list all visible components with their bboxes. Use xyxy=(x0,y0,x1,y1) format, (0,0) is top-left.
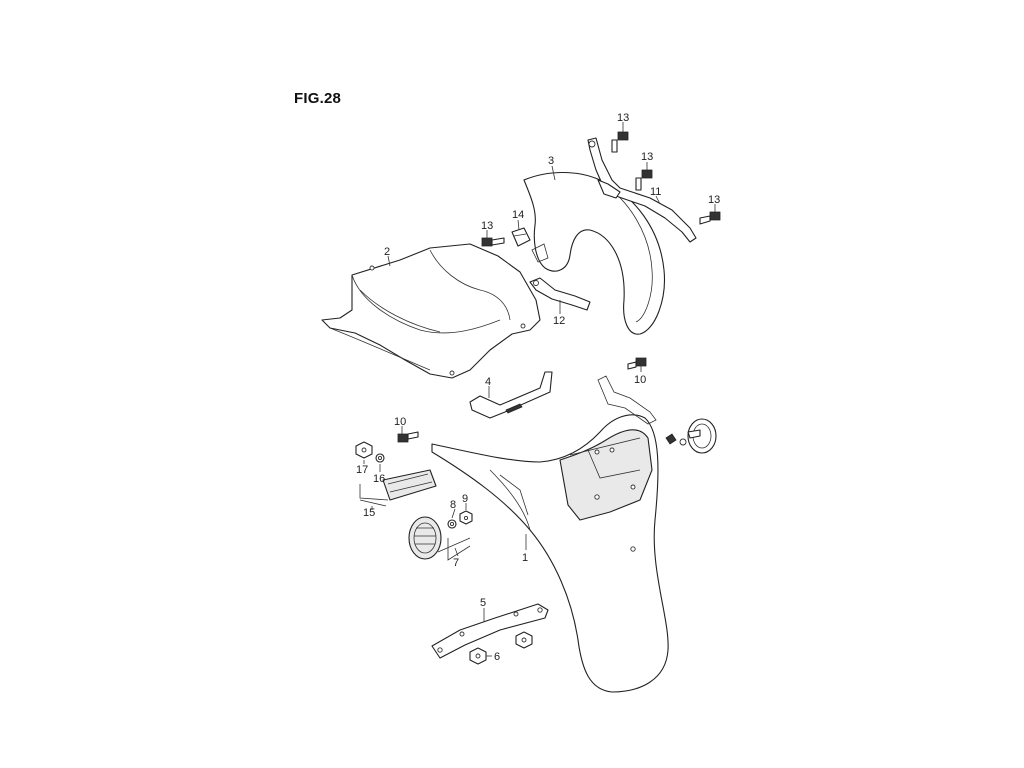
part-2-under-tray xyxy=(321,243,541,379)
callout-10: 10 xyxy=(634,374,646,386)
callout-3: 3 xyxy=(548,155,554,167)
callout-10: 10 xyxy=(394,416,406,428)
callout-11: 11 xyxy=(650,186,661,198)
callout-4: 4 xyxy=(485,376,491,388)
bolt-13-top xyxy=(611,131,629,153)
callout-12: 12 xyxy=(553,315,565,327)
bolt-13-right xyxy=(699,211,721,225)
figure-title: FIG.28 xyxy=(294,90,342,107)
callout-7: 7 xyxy=(453,557,459,569)
group-brackets xyxy=(359,499,471,557)
part-16-washer xyxy=(375,453,385,463)
bolt-10-right xyxy=(627,357,647,370)
part-9-nut xyxy=(459,510,473,525)
callout-6: 6 xyxy=(494,651,500,663)
part-1-rear-fender xyxy=(431,375,669,693)
callout-2: 2 xyxy=(384,246,390,258)
bolt-10-left xyxy=(397,431,419,443)
callout-14: 14 xyxy=(512,209,524,221)
callout-13: 13 xyxy=(641,151,653,163)
leader-lines xyxy=(359,122,716,657)
callout-13: 13 xyxy=(617,112,629,124)
callout-15: 15 xyxy=(363,507,375,519)
callout-5: 5 xyxy=(480,597,486,609)
part-5-plate-bracket xyxy=(431,603,549,659)
part-11-bracket-stay xyxy=(587,137,697,243)
bolt-13-mid xyxy=(635,169,653,191)
callout-1: 1 xyxy=(522,552,528,564)
part-12-small-bracket xyxy=(529,277,591,311)
part-14-clip-nut xyxy=(511,227,531,247)
part-8-washer xyxy=(447,519,457,529)
callout-labels: 13 13 13 13 3 11 14 2 12 10 10 4 17 16 1… xyxy=(356,112,720,663)
part-3-inner-fender xyxy=(523,172,666,335)
part-15-side-reflector xyxy=(382,469,437,501)
callout-13: 13 xyxy=(708,194,720,206)
callout-17: 17 xyxy=(356,464,368,476)
part-7-round-reflector xyxy=(408,516,442,560)
bolt-13-left xyxy=(481,237,505,247)
callout-8: 8 xyxy=(450,499,456,511)
callout-9: 9 xyxy=(462,493,468,505)
callout-13: 13 xyxy=(481,220,493,232)
part-17-nut xyxy=(355,441,373,459)
callout-16: 16 xyxy=(373,473,385,485)
part-6-nuts xyxy=(469,631,533,665)
part-4-mount-bracket xyxy=(469,371,553,419)
right-reflector-hardware xyxy=(665,429,701,446)
